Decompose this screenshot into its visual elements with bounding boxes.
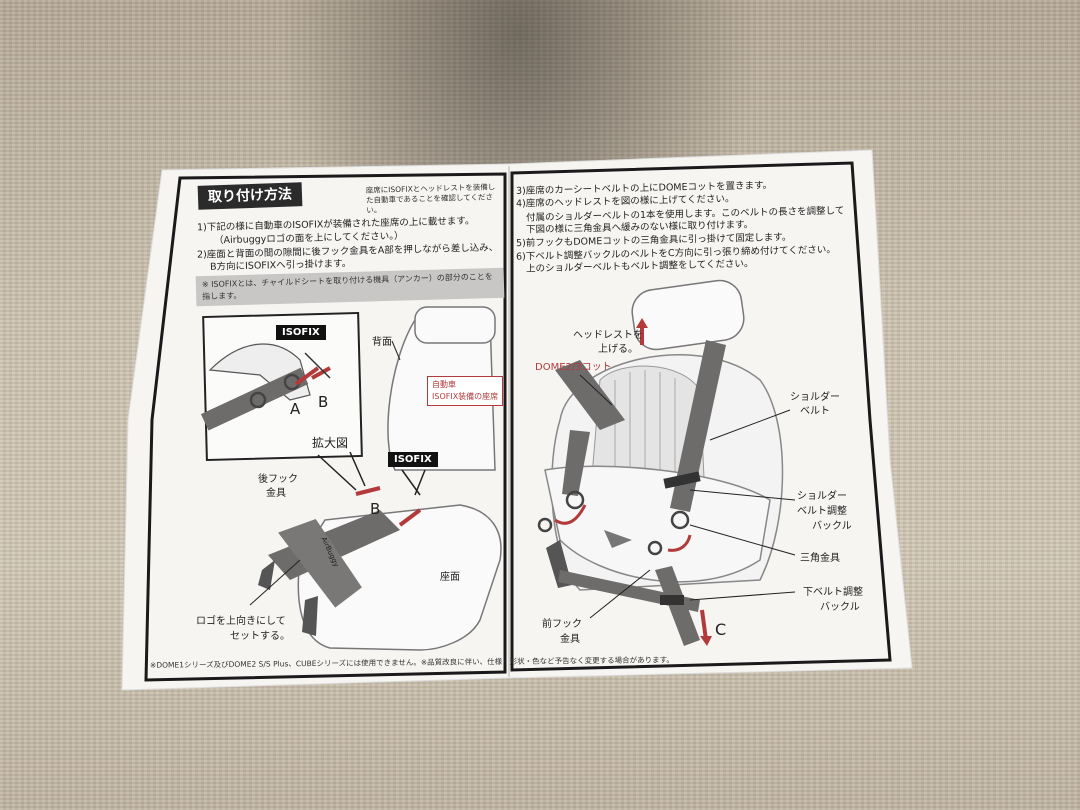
car-isofix-badge: 自動車 ISOFIX装備の座席 xyxy=(427,376,504,406)
label-b-seat: B xyxy=(370,500,381,518)
isofix-tag-zoom: ISOFIX xyxy=(276,325,326,340)
label-shoulder-adj-3: バックル xyxy=(812,521,852,532)
label-rear-hook-2: 金具 xyxy=(266,488,286,499)
label-logo-up-2: セットする。 xyxy=(230,631,290,642)
label-shoulder-adj-1: ショルダー xyxy=(797,491,847,502)
label-logo-up-1: ロゴを上向きにして xyxy=(196,616,286,627)
label-triangle: 三角金具 xyxy=(800,553,840,564)
label-zoom: 拡大図 xyxy=(312,436,349,450)
label-shoulder-belt-1: ショルダー xyxy=(790,392,840,403)
label-seat: 座面 xyxy=(440,572,460,583)
label-headrest-2: 上げる。 xyxy=(598,344,638,355)
label-lower-adj-2: バックル xyxy=(820,602,860,613)
label-front-hook-2: 金具 xyxy=(560,634,580,645)
label-front-hook-1: 前フック xyxy=(542,619,582,630)
label-c: C xyxy=(715,620,727,639)
car-line-2: ISOFIX装備の座席 xyxy=(432,392,499,401)
label-shoulder-adj-2: ベルト調整 xyxy=(797,506,847,517)
car-line-1: 自動車 xyxy=(432,380,456,389)
label-rear-hook-1: 後フック xyxy=(258,474,298,485)
label-lower-adj-1: 下ベルト調整 xyxy=(803,587,863,598)
label-backrest: 背面 xyxy=(372,337,392,348)
label-headrest-1: ヘッドレストを xyxy=(573,330,643,341)
label-b-zoom: B xyxy=(318,393,329,411)
isofix-tag-seat: ISOFIX xyxy=(388,452,438,467)
label-a: A xyxy=(290,400,301,418)
label-dome: DOME2/3コット xyxy=(535,362,612,373)
top-notice: 座席にISOFIXとヘッドレストを装備した自動車であることを確認してください。 xyxy=(365,182,496,215)
label-shoulder-belt-2: ベルト xyxy=(800,406,830,417)
page-title: 取り付け方法 xyxy=(197,182,303,210)
